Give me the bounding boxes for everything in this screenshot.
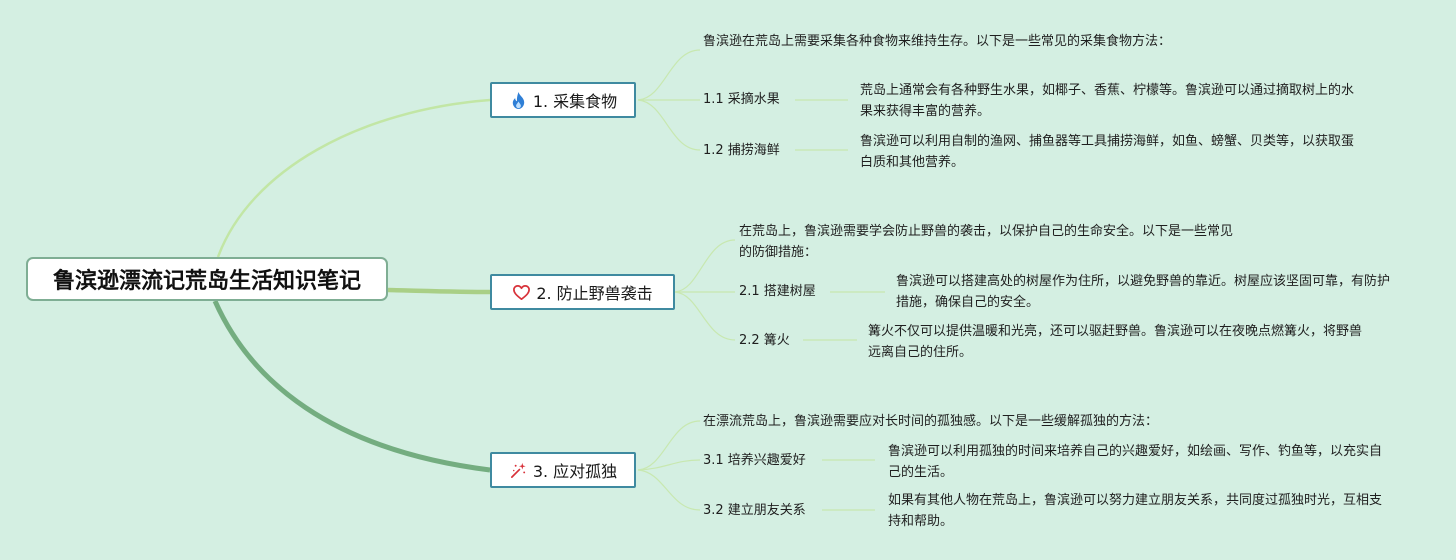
branch-node-prevent-beasts[interactable]: 2. 防止野兽袭击: [490, 274, 675, 310]
root-topic[interactable]: 鲁滨逊漂流记荒岛生活知识笔记: [26, 257, 388, 301]
sub-detail-3-1: 鲁滨逊可以利用孤独的时间来培养自己的兴趣爱好，如绘画、写作、钓鱼等，以充实自己的…: [888, 444, 1383, 480]
sub-detail-1-2: 鲁滨逊可以利用自制的渔网、捕鱼器等工具捕捞海鲜，如鱼、螃蟹、贝类等，以获取蛋白质…: [860, 134, 1355, 170]
branch-node-gather-food[interactable]: 1. 采集食物: [490, 82, 636, 118]
heart-icon: [512, 283, 531, 302]
connector-b3-sub1: [637, 459, 701, 471]
branch3-intro-text: 在漂流荒岛上，鲁滨逊需要应对长时间的孤独感。以下是一些缓解孤独的方法：: [703, 414, 1159, 429]
connector-b1-intro: [637, 49, 701, 101]
sub-topic-1-2[interactable]: 1.2 捕捞海鲜: [703, 143, 780, 158]
sub-detail-2-1: 鲁滨逊可以搭建高处的树屋作为住所，以避免野兽的靠近。树屋应该坚固可靠，有防护措施…: [896, 274, 1391, 310]
sub-topic-3-2[interactable]: 3.2 建立朋友关系: [703, 503, 806, 518]
sub-detail-2-2: 篝火不仅可以提供温暖和光亮，还可以驱赶野兽。鲁滨逊可以在夜晚点燃篝火，将野兽远离…: [868, 324, 1363, 360]
branch-label: 1. 采集食物: [532, 92, 618, 111]
sub-topic-2-2[interactable]: 2.2 篝火: [739, 333, 790, 348]
sparkle-wand-icon: [509, 461, 528, 480]
connector-b2-sub2: [674, 291, 736, 341]
connector-root-branch2: [387, 287, 491, 295]
branch-label: 2. 防止野兽袭击: [536, 284, 653, 303]
connector-b1-sub2: [637, 99, 701, 151]
connector-b2-intro: [674, 239, 736, 293]
connector-b3-sub2: [637, 469, 701, 511]
connector-root-branch1: [216, 98, 491, 258]
sub-detail-1-1: 荒岛上通常会有各种野生水果，如椰子、香蕉、柠檬等。鲁滨逊可以通过摘取树上的水果来…: [860, 83, 1355, 119]
sub-topic-3-1[interactable]: 3.1 培养兴趣爱好: [703, 453, 806, 468]
branch-label: 3. 应对孤独: [532, 462, 618, 481]
fire-icon: [509, 91, 528, 110]
branch-node-cope-loneliness[interactable]: 3. 应对孤独: [490, 452, 636, 488]
branch1-intro-text: 鲁滨逊在荒岛上需要采集各种食物来维持生存。以下是一些常见的采集食物方法：: [703, 34, 1172, 49]
sub-topic-2-1[interactable]: 2.1 搭建树屋: [739, 284, 816, 299]
sub-topic-1-1[interactable]: 1.1 采摘水果: [703, 92, 780, 107]
connector-root-branch3: [212, 299, 491, 473]
connector-b3-intro: [637, 420, 701, 471]
sub-detail-3-2: 如果有其他人物在荒岛上，鲁滨逊可以努力建立朋友关系，共同度过孤独时光，互相支持和…: [888, 493, 1383, 529]
root-title: 鲁滨逊漂流记荒岛生活知识笔记: [52, 269, 361, 294]
branch2-intro-text: 在荒岛上，鲁滨逊需要学会防止野兽的袭击，以保护自己的生命安全。以下是一些常见的防…: [739, 224, 1234, 260]
